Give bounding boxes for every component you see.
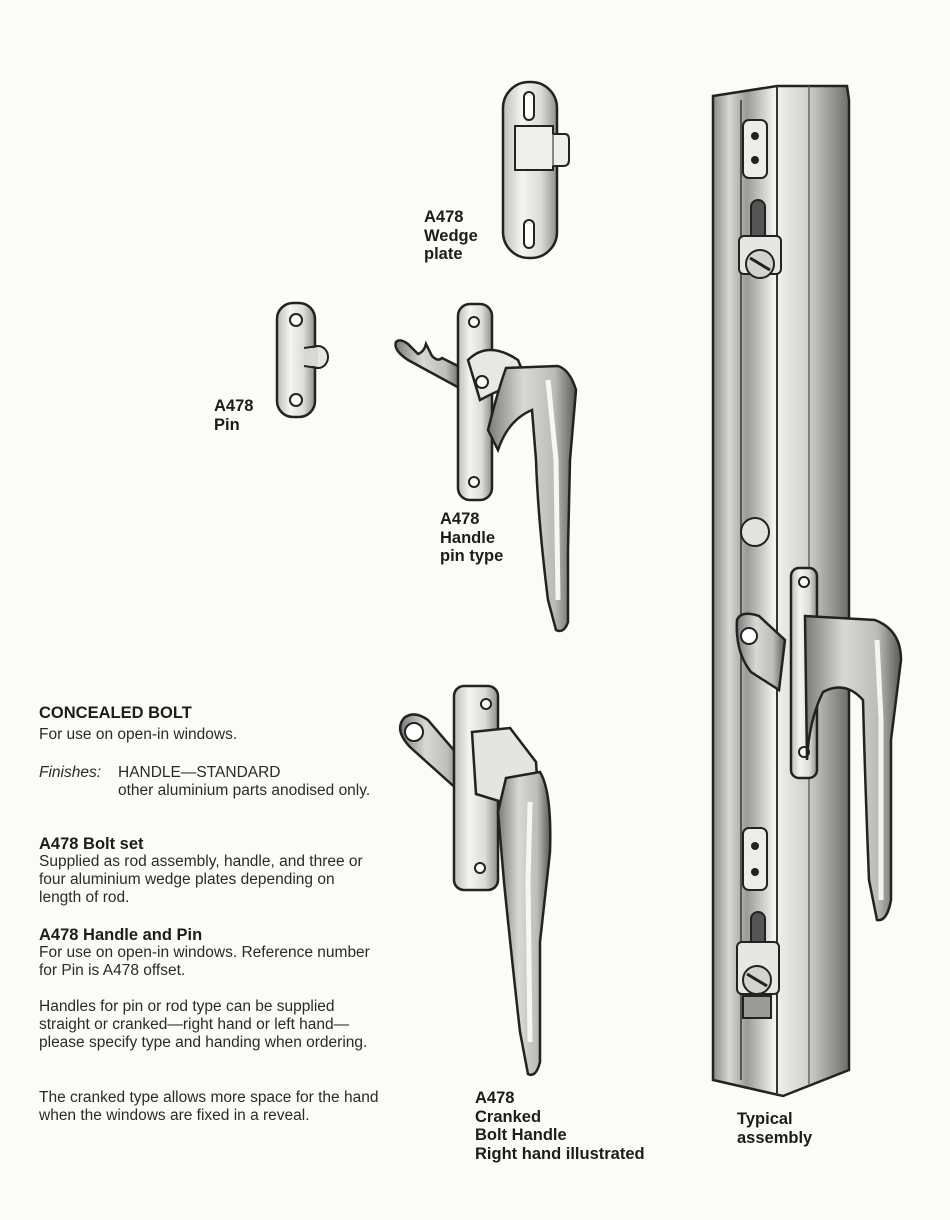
typical-assembly-label-line: Typical [737,1110,793,1128]
pin-label-line: A478 [214,397,254,415]
pin-label: A478 Pin [214,397,253,434]
finishes-value: HANDLE—STANDARD [118,764,281,781]
handle-pin-type-illustration [394,302,578,633]
typical-assembly-label-line: assembly [737,1128,813,1147]
bolt-set-heading: A478 Bolt set [39,835,144,853]
handle-and-pin-heading: A478 Handle and Pin [39,926,203,944]
finishes-more: other aluminium parts anodised only. [118,782,371,799]
handle-pin-type-label: A478 Handle pin type [440,510,503,566]
cranked-label-line: Right hand illustrated [475,1144,645,1163]
cranked-bolt-handle-illustration [398,684,552,1076]
intro-text: For use on open-in windows. [39,726,238,743]
handle-pin-type-label-line: Handle [440,528,496,547]
handle-and-pin-body: For use on open-in windows. Reference nu… [39,944,370,979]
wedge-plate-label-line: A478 [424,208,464,226]
handles-paragraph: Handles for pin or rod type can be suppl… [39,998,368,1051]
typical-assembly-label: Typical assembly [737,1110,812,1147]
handle-pin-type-label-line: A478 [440,510,480,528]
cranked-label-line: Bolt Handle [475,1126,567,1144]
pin-label-line: Pin [214,415,240,434]
cranked-label-line: Cranked [475,1107,542,1126]
finishes-label: Finishes: [39,764,102,781]
cranked-paragraph: The cranked type allows more space for t… [39,1089,379,1124]
pin-illustration [275,301,329,419]
wedge-plate-label-line: Wedge [424,226,478,245]
wedge-plate-label-line: plate [424,245,463,263]
cranked-bolt-handle-label: A478 Cranked Bolt Handle Right hand illu… [475,1089,645,1163]
wedge-plate-label: A478 Wedge plate [424,208,478,264]
bolt-set-body: Supplied as rod assembly, handle, and th… [39,853,363,906]
cranked-label-line: A478 [475,1089,515,1107]
page-title: CONCEALED BOLT [39,704,192,722]
wedge-plate-illustration [501,80,570,260]
typical-assembly-illustration [711,84,903,1098]
handle-pin-type-label-line: pin type [440,547,504,565]
